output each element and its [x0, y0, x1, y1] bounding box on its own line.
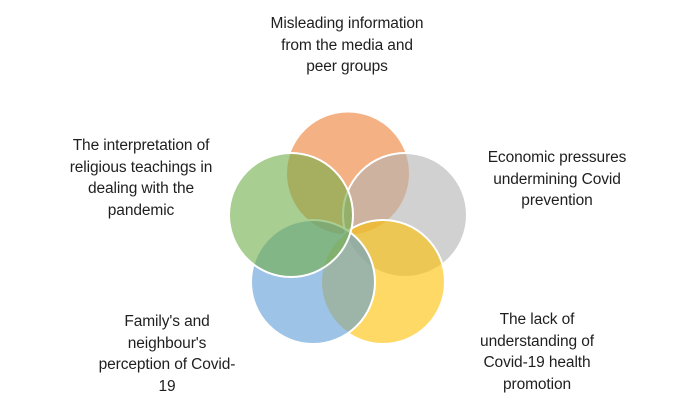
- label-line: Misleading information: [270, 15, 424, 32]
- label-line: perception of Covid-: [98, 356, 236, 373]
- label-religious-teachings: The interpretation of religious teaching…: [41, 135, 241, 221]
- label-economic-pressures: Economic pressures undermining Covid pre…: [457, 147, 657, 212]
- label-line: pandemic: [107, 201, 175, 219]
- label-line: Economic pressures: [487, 149, 627, 166]
- label-family-perception: Family's and neighbour's perception of C…: [77, 311, 257, 397]
- label-health-promotion: The lack of understanding of Covid-19 he…: [447, 309, 627, 395]
- label-line: The lack of: [499, 311, 575, 328]
- label-line: The interpretation of: [72, 137, 210, 154]
- label-line: 19: [158, 377, 176, 395]
- label-line: neighbour's: [127, 334, 207, 352]
- label-media-misinformation: Misleading information from the media an…: [237, 13, 457, 78]
- religious-teachings-circle: [228, 152, 354, 278]
- label-line: religious teachings in: [69, 158, 213, 176]
- label-line: Covid-19 health: [483, 354, 591, 371]
- label-line: understanding of: [480, 332, 594, 350]
- label-line: Family's and: [124, 313, 210, 330]
- label-line: peer groups: [306, 58, 388, 75]
- label-line: dealing with the: [87, 180, 195, 197]
- label-line: undermining Covid: [493, 170, 621, 188]
- label-line: promotion: [502, 375, 572, 393]
- label-line: prevention: [521, 192, 593, 209]
- label-line: from the media and: [281, 36, 413, 54]
